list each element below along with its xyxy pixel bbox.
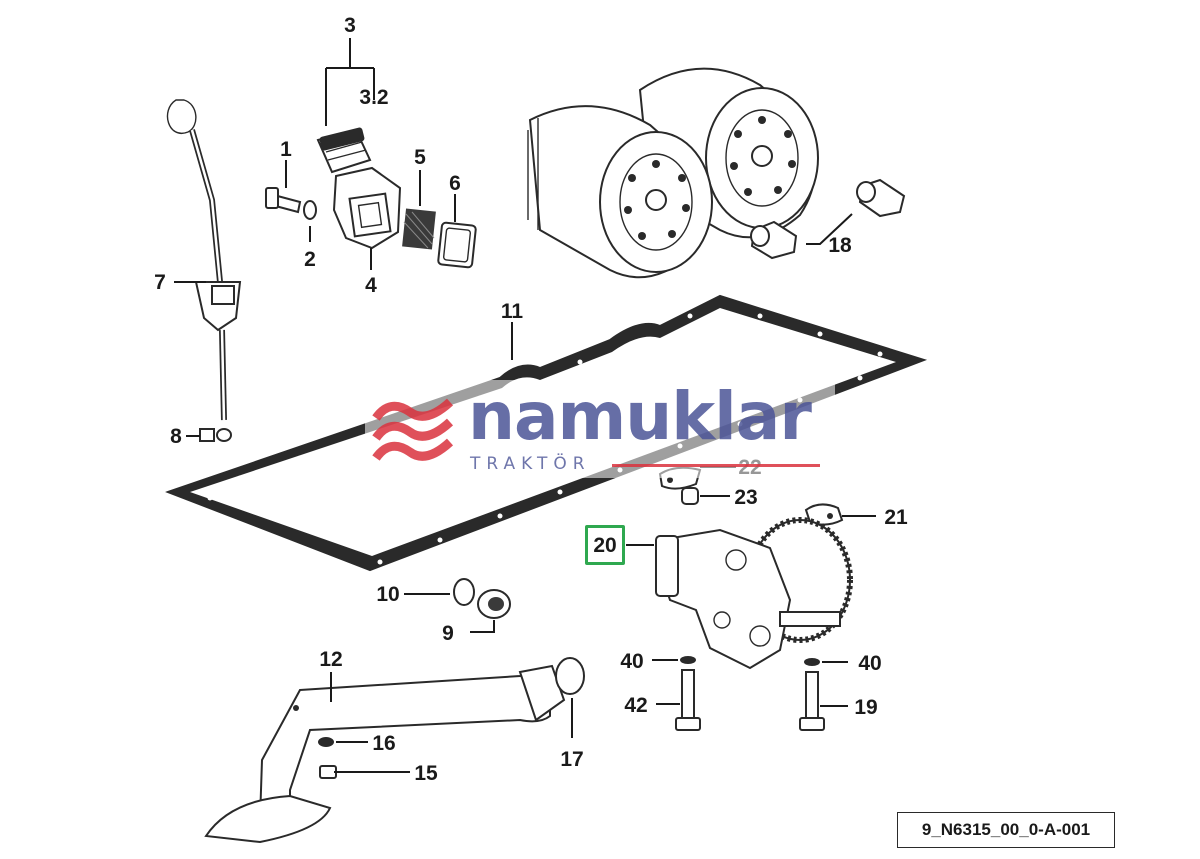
callout-6: 6 <box>449 172 461 195</box>
callout-42: 42 <box>624 694 647 717</box>
washer-40-left <box>680 656 696 664</box>
callout-10: 10 <box>376 583 399 606</box>
callout-3: 3 <box>344 14 356 37</box>
callout-12: 12 <box>319 648 342 671</box>
washer-40-right <box>804 658 820 666</box>
nipple-18-lower <box>750 220 798 260</box>
o-ring-10 <box>453 578 475 606</box>
o-ring-17 <box>555 657 585 695</box>
callout-5: 5 <box>414 146 426 169</box>
callout-20: 20 <box>593 534 616 557</box>
watermark-underline <box>612 464 820 467</box>
callout-40-left: 40 <box>620 650 643 673</box>
callout-9: 9 <box>442 622 454 645</box>
callout-40-right: 40 <box>858 652 881 675</box>
callout-23: 23 <box>734 486 757 509</box>
watermark-logo-icon <box>372 398 454 461</box>
gasket-21 <box>804 503 844 526</box>
filler-neck-4 <box>332 166 402 250</box>
callout-17: 17 <box>560 748 583 771</box>
callout-3-2: 3.2 <box>359 86 388 109</box>
filler-cap-3-2 <box>316 127 372 174</box>
callout-21: 21 <box>884 506 908 529</box>
callout-19: 19 <box>854 696 877 719</box>
callout-11: 11 <box>501 300 524 323</box>
oil-filter-front <box>527 105 713 279</box>
callout-16: 16 <box>372 732 395 755</box>
dipstick <box>166 99 242 421</box>
watermark-subtitle: TRAKTÖR <box>470 454 591 474</box>
bolt-42 <box>675 669 701 731</box>
callout-18: 18 <box>828 234 852 257</box>
gasket-6 <box>437 221 477 269</box>
callout-2: 2 <box>304 248 316 271</box>
highlight-box-20 <box>585 525 625 565</box>
watermark-brand-name: namuklar <box>468 378 812 455</box>
grommet-9 <box>477 589 511 619</box>
nipple-18-upper <box>856 178 906 218</box>
callout-4: 4 <box>365 274 377 297</box>
oil-pump-20 <box>655 517 853 670</box>
washer-16 <box>318 737 334 747</box>
callout-7: 7 <box>154 271 166 294</box>
washer-2 <box>303 200 317 220</box>
filter-screen-5 <box>402 208 436 250</box>
bushing-23 <box>681 487 699 505</box>
drawing-reference-code: 9_N6315_00_0-A-001 <box>897 812 1115 848</box>
o-ring-8 <box>199 428 232 442</box>
callout-15: 15 <box>414 762 438 785</box>
suction-pipe-12 <box>204 664 566 844</box>
callout-8: 8 <box>170 425 182 448</box>
screw-1 <box>265 187 302 214</box>
callout-1: 1 <box>280 138 292 161</box>
bolt-19 <box>799 671 825 731</box>
